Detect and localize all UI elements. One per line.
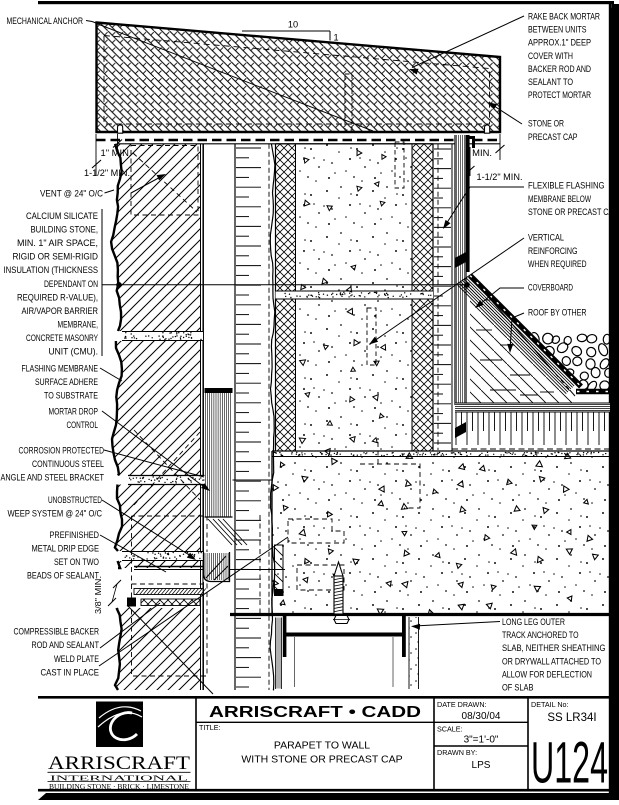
svg-text:LONG LEG OUTER: LONG LEG OUTER (502, 617, 565, 627)
svg-text:PARAPET TO WALL: PARAPET TO WALL (274, 740, 370, 752)
svg-text:TITLE:: TITLE: (199, 723, 221, 732)
svg-text:MORTAR DROP: MORTAR DROP (49, 407, 99, 417)
svg-text:08/30/04: 08/30/04 (462, 711, 501, 722)
svg-text:1" MIN.: 1" MIN. (461, 148, 492, 158)
svg-text:PROTECT MORTAR: PROTECT MORTAR (528, 90, 591, 100)
svg-text:FLASHING MEMBRANE: FLASHING MEMBRANE (22, 364, 99, 374)
svg-text:SET ON TWO: SET ON TWO (54, 557, 99, 567)
svg-text:APPROX.1" DEEP: APPROX.1" DEEP (528, 38, 591, 48)
svg-text:ARRISCRAFT • CADD: ARRISCRAFT • CADD (209, 704, 421, 721)
svg-text:TO SUBSTRATE: TO SUBSTRATE (44, 391, 98, 401)
svg-text:AIR/VAPOR BARRIER: AIR/VAPOR BARRIER (22, 306, 99, 316)
svg-text:WHEN REQUIRED: WHEN REQUIRED (528, 259, 587, 269)
svg-text:UNIT (CMU).: UNIT (CMU). (49, 347, 99, 357)
svg-text:CALCIUM SILICATE: CALCIUM SILICATE (26, 211, 98, 221)
svg-text:DEPENDANT ON: DEPENDANT ON (44, 279, 98, 289)
svg-text:DETAIL No:: DETAIL No: (531, 700, 569, 709)
svg-text:TRACK ANCHORED TO: TRACK ANCHORED TO (502, 630, 579, 640)
svg-text:RIGID OR SEMI-RIGID: RIGID OR SEMI-RIGID (13, 252, 99, 262)
svg-text:WELD PLATE: WELD PLATE (54, 654, 99, 664)
svg-text:REINFORCING: REINFORCING (528, 246, 578, 256)
svg-text:3"=1'-0": 3"=1'-0" (464, 735, 499, 746)
svg-text:BETWEEN UNITS: BETWEEN UNITS (528, 25, 587, 35)
svg-text:PREFINISHED: PREFINISHED (50, 530, 100, 540)
svg-text:BUILDING STONE,: BUILDING STONE, (31, 225, 99, 235)
svg-text:3/8" MIN.: 3/8" MIN. (93, 576, 103, 614)
svg-text:INSULATION (THICKNESS: INSULATION (THICKNESS (4, 265, 99, 275)
svg-text:SCALE:: SCALE: (437, 725, 463, 734)
svg-text:MEMBRANE BELOW: MEMBRANE BELOW (528, 194, 591, 204)
svg-text:SEALANT TO: SEALANT TO (528, 77, 573, 87)
svg-text:1: 1 (334, 33, 339, 43)
svg-text:MEMBRANE,: MEMBRANE, (58, 319, 99, 329)
svg-text:1-1/2" MIN.: 1-1/2" MIN. (84, 168, 130, 178)
svg-text:CONCRETE MASONRY: CONCRETE MASONRY (26, 333, 98, 343)
svg-text:ARRISCRAFT: ARRISCRAFT (48, 753, 190, 774)
svg-text:INTERNATIONAL: INTERNATIONAL (50, 774, 189, 783)
svg-text:CONTROL: CONTROL (67, 420, 99, 430)
svg-text:VERTICAL: VERTICAL (528, 233, 564, 243)
svg-text:COVER WITH: COVER WITH (528, 51, 573, 61)
svg-text:COMPRESSIBLE BACKER: COMPRESSIBLE BACKER (14, 627, 100, 637)
svg-text:DRAWN BY:: DRAWN BY: (437, 748, 477, 757)
svg-text:ANGLE AND STEEL BRACKET: ANGLE AND STEEL BRACKET (1, 473, 105, 483)
svg-text:BACKER ROD AND: BACKER ROD AND (528, 64, 591, 74)
svg-text:1-1/2" MIN.: 1-1/2" MIN. (477, 172, 523, 182)
svg-text:UNOBSTRUCTED: UNOBSTRUCTED (48, 495, 102, 505)
svg-text:LPS: LPS (472, 760, 491, 771)
svg-text:COVERBOARD: COVERBOARD (528, 283, 573, 293)
svg-text:10: 10 (288, 20, 298, 30)
svg-text:MECHANICAL ANCHOR: MECHANICAL ANCHOR (7, 16, 84, 26)
svg-text:MIN. 1" AIR SPACE,: MIN. 1" AIR SPACE, (17, 238, 98, 248)
svg-text:CAST IN PLACE: CAST IN PLACE (41, 668, 100, 678)
svg-text:OR DRYWALL ATTACHED TO: OR DRYWALL ATTACHED TO (502, 656, 601, 666)
svg-text:OF SLAB: OF SLAB (502, 683, 534, 693)
svg-text:VENT @ 24" O/C: VENT @ 24" O/C (40, 189, 103, 199)
svg-text:FLEXIBLE FLASHING: FLEXIBLE FLASHING (528, 181, 605, 191)
svg-text:WEEP SYSTEM @ 24" O/C: WEEP SYSTEM @ 24" O/C (8, 509, 103, 519)
svg-text:ROOF BY OTHER: ROOF BY OTHER (528, 308, 587, 318)
svg-text:ROD AND SEALANT: ROD AND SEALANT (32, 640, 100, 650)
svg-text:DATE DRAWN:: DATE DRAWN: (437, 700, 487, 709)
svg-text:BUILDING STONE · BRICK · LIMES: BUILDING STONE · BRICK · LIMESTONE (49, 783, 189, 791)
svg-text:CONTINUOUS STEEL: CONTINUOUS STEEL (32, 459, 104, 469)
svg-text:REQUIRED R-VALUE),: REQUIRED R-VALUE), (17, 292, 98, 302)
svg-text:SURFACE ADHERE: SURFACE ADHERE (35, 377, 98, 387)
svg-text:U124: U124 (531, 731, 608, 796)
svg-text:ALLOW FOR DEFLECTION: ALLOW FOR DEFLECTION (502, 669, 592, 679)
svg-text:STONE OR: STONE OR (528, 119, 564, 129)
svg-text:PRECAST CAP: PRECAST CAP (528, 132, 578, 142)
svg-text:METAL DRIP EDGE: METAL DRIP EDGE (32, 544, 100, 554)
svg-text:WITH STONE OR PRECAST CAP: WITH STONE OR PRECAST CAP (241, 754, 402, 766)
svg-text:SLAB, NEITHER SHEATHING: SLAB, NEITHER SHEATHING (502, 643, 606, 653)
svg-text:SS LR34I: SS LR34I (547, 712, 596, 724)
svg-text:BEADS OF SEALANT: BEADS OF SEALANT (27, 571, 99, 581)
svg-text:RAKE BACK MORTAR: RAKE BACK MORTAR (528, 12, 600, 22)
svg-text:CORROSION PROTECTED: CORROSION PROTECTED (19, 446, 105, 456)
svg-text:STONE OR PRECAST CAP: STONE OR PRECAST CAP (528, 207, 618, 217)
svg-text:1" MIN.: 1" MIN. (101, 148, 132, 158)
